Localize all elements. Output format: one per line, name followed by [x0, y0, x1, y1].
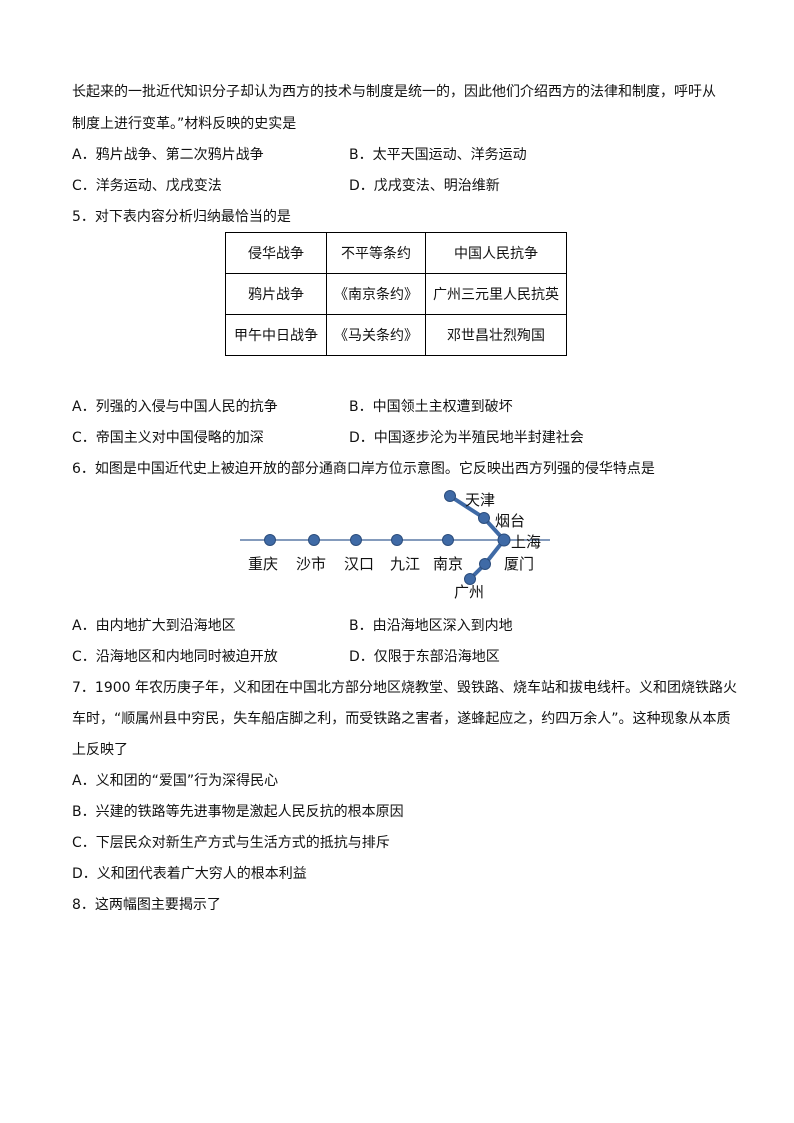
table-cell: 邓世昌壮烈殉国 — [425, 314, 567, 356]
table-cell: 甲午中日战争 — [225, 314, 327, 356]
city-label-nanjing: 南京 — [433, 555, 463, 573]
table-cell: 侵华战争 — [225, 232, 327, 274]
q5-table: 侵华战争 不平等条约 中国人民抗争 鸦片战争 《南京条约》 广州三元里人民抗英 … — [225, 232, 567, 356]
q5-option-c: C．帝国主义对中国侵略的加深 — [72, 430, 264, 446]
q4-text-line-1: 长起来的一批近代知识分子却认为西方的技术与制度是统一的，因此他们介绍西方的法律和… — [72, 84, 716, 100]
city-node-shashi — [308, 534, 320, 546]
q7-option-b: B．兴建的铁路等先进事物是激起人民反抗的根本原因 — [72, 804, 404, 820]
q4-text-line-2: 制度上进行变革。”材料反映的史实是 — [72, 116, 297, 132]
q6-option-c: C．沿海地区和内地同时被迫开放 — [72, 649, 278, 665]
q7-text-line-1: 7．1900 年农历庚子年，义和团在中国北方部分地区烧教堂、毁铁路、烧车站和拔电… — [72, 680, 737, 696]
q5-stem: 5．对下表内容分析归纳最恰当的是 — [72, 209, 291, 225]
city-label-shanghai: 上海 — [511, 533, 541, 551]
q6-stem: 6．如图是中国近代史上被迫开放的部分通商口岸方位示意图。它反映出西方列强的侵华特… — [72, 461, 655, 477]
q5-option-a: A．列强的入侵与中国人民的抗争 — [72, 399, 278, 415]
q7-text-line-2: 车时，“顺属州县中穷民，失车船店脚之利，而受铁路之害者，遂蜂起应之，约四万余人”… — [72, 711, 731, 727]
table-cell: 《马关条约》 — [326, 314, 426, 356]
city-label-xiamen: 厦门 — [504, 555, 534, 573]
treaty-ports-diagram: 重庆 沙市 汉口 九江 南京 上海 天津 烟台 厦门 广州 — [240, 490, 550, 601]
city-node-tianjin — [444, 490, 456, 502]
q6-option-b: B．由沿海地区深入到内地 — [349, 618, 513, 634]
city-node-hankou — [350, 534, 362, 546]
q4-option-b: B．太平天国运动、洋务运动 — [349, 147, 527, 163]
q6-option-a: A．由内地扩大到沿海地区 — [72, 618, 236, 634]
city-label-tianjin: 天津 — [465, 491, 495, 509]
city-node-jiujiang — [391, 534, 403, 546]
q8-stem: 8．这两幅图主要揭示了 — [72, 897, 221, 913]
table-row: 鸦片战争 《南京条约》 广州三元里人民抗英 — [225, 273, 567, 315]
q7-option-c: C．下层民众对新生产方式与生活方式的抵抗与排斥 — [72, 835, 390, 851]
city-node-xiamen — [479, 558, 491, 570]
table-cell: 中国人民抗争 — [425, 232, 567, 274]
city-label-jiujiang: 九江 — [390, 555, 420, 573]
city-label-yantai: 烟台 — [495, 512, 525, 530]
city-node-guangzhou — [464, 573, 476, 585]
q7-option-a: A．义和团的“爱国”行为深得民心 — [72, 773, 279, 789]
table-cell: 广州三元里人民抗英 — [425, 273, 567, 315]
city-node-nanjing — [442, 534, 454, 546]
q7-text-line-3: 上反映了 — [72, 742, 128, 758]
table-cell: 不平等条约 — [326, 232, 426, 274]
table-header-row: 侵华战争 不平等条约 中国人民抗争 — [225, 232, 567, 274]
city-label-shashi: 沙市 — [296, 555, 326, 573]
q4-option-a: A．鸦片战争、第二次鸦片战争 — [72, 147, 264, 163]
q5-option-b: B．中国领土主权遭到破坏 — [349, 399, 513, 415]
q7-option-d: D．义和团代表着广大穷人的根本利益 — [72, 866, 307, 882]
q6-option-d: D．仅限于东部沿海地区 — [349, 649, 500, 665]
city-node-shanghai — [497, 533, 511, 547]
q4-option-c: C．洋务运动、戊戌变法 — [72, 178, 222, 194]
city-label-chongqing: 重庆 — [248, 555, 278, 573]
table-row: 甲午中日战争 《马关条约》 邓世昌壮烈殉国 — [225, 314, 567, 356]
q5-option-d: D．中国逐步沦为半殖民地半封建社会 — [349, 430, 584, 446]
city-node-yantai — [478, 512, 490, 524]
city-label-hankou: 汉口 — [344, 555, 374, 573]
table-cell: 《南京条约》 — [326, 273, 426, 315]
city-node-chongqing — [264, 534, 276, 546]
q4-option-d: D．戊戌变法、明治维新 — [349, 178, 500, 194]
table-cell: 鸦片战争 — [225, 273, 327, 315]
city-label-guangzhou: 广州 — [454, 583, 484, 601]
